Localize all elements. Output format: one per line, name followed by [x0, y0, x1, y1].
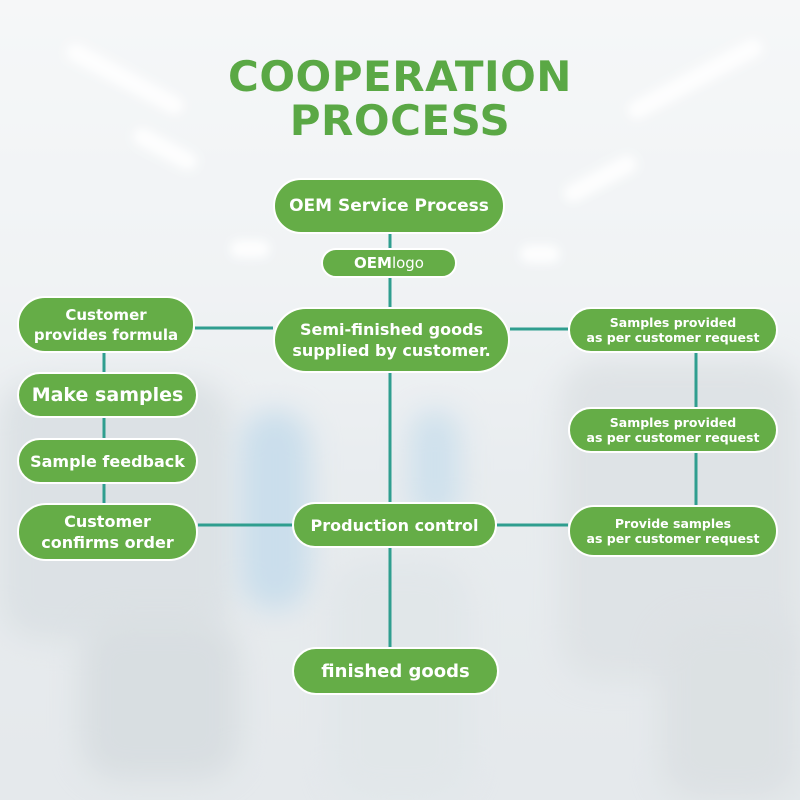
- oem-logo-bold-text: OEM: [354, 254, 392, 272]
- make-samples-node: Make samples: [17, 372, 198, 418]
- production-control-node: Production control: [292, 502, 497, 548]
- finished-goods-node: finished goods: [292, 647, 499, 695]
- semi-finished-goods-node: Semi-finished goods supplied by customer…: [273, 307, 510, 373]
- oem-service-process-node: OEM Service Process: [273, 178, 505, 234]
- customer-provides-formula-node: Customer provides formula: [17, 296, 195, 353]
- sample-feedback-node: Sample feedback: [17, 438, 198, 484]
- oem-logo-node: OEM logo: [321, 248, 457, 278]
- oem-logo-rest-text: logo: [391, 254, 424, 272]
- samples-provided-node-2: Samples provided as per customer request: [568, 407, 778, 453]
- provide-samples-node: Provide samples as per customer request: [568, 505, 778, 557]
- customer-confirms-order-node: Customer confirms order: [17, 503, 198, 561]
- page-title-line-1: COOPERATION: [228, 52, 572, 101]
- samples-provided-node-1: Samples provided as per customer request: [568, 307, 778, 353]
- page-title-line-2: PROCESS: [289, 96, 511, 145]
